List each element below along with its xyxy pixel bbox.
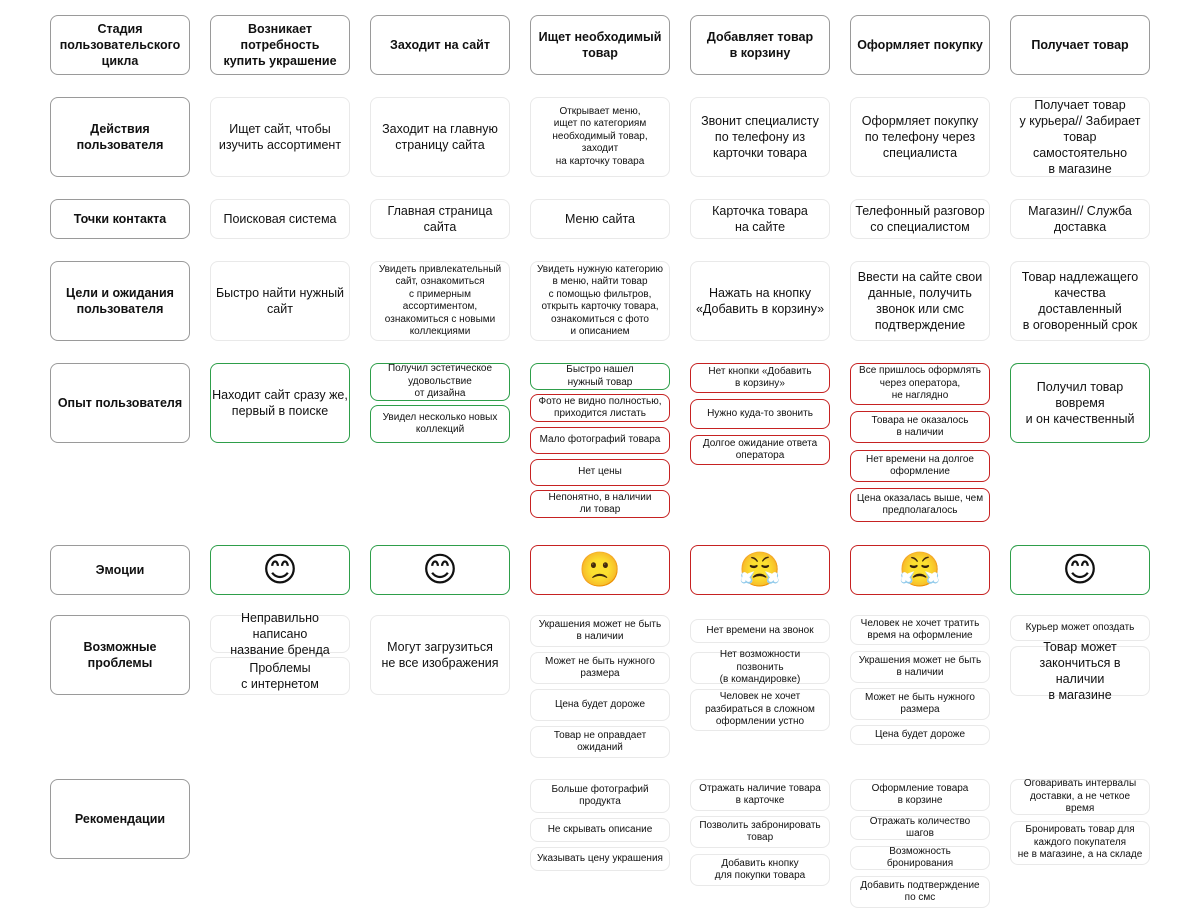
steaming-angry-face-icon: 😤 <box>898 551 942 589</box>
header-stage-checkout: Оформляет покупку <box>850 15 990 75</box>
row-label-goals: Цели и ожидания пользователя <box>50 261 190 341</box>
steaming-angry-face-icon: 😤 <box>738 551 782 589</box>
touchpoint-card: Поисковая система <box>210 199 350 239</box>
experience-negative-card: Фото не видно полностью, приходится лист… <box>530 394 670 422</box>
goal-card: Нажать на кнопку «Добавить в корзину» <box>690 261 830 341</box>
action-card: Заходит на главную страницу сайта <box>370 97 510 177</box>
experience-negative-card: Мало фотографий товара <box>530 427 670 454</box>
recommendation-card: Возможность бронирования <box>850 846 990 870</box>
experience-negative-card: Долгое ожидание ответа оператора <box>690 435 830 465</box>
frowning-face-icon: 🙁 <box>578 551 622 589</box>
row-label-emotions: Эмоции <box>50 545 190 595</box>
smiling-face-icon: 😊 <box>1062 551 1098 589</box>
goal-card: Ввести на сайте свои данные, получить зв… <box>850 261 990 341</box>
recommendation-card: Оформление товара в корзине <box>850 779 990 811</box>
recommendation-card: Отражать количество шагов <box>850 816 990 840</box>
experience-positive-card: Получил эстетическое удовольствие от диз… <box>370 363 510 401</box>
smiling-face-icon: 😊 <box>262 551 298 589</box>
recommendation-card: Не скрывать описание <box>530 818 670 842</box>
experience-positive-card: Быстро нашел нужный товар <box>530 363 670 390</box>
goal-card: Увидеть нужную категорию в меню, найти т… <box>530 261 670 341</box>
problem-card: Нет времени на звонок <box>690 619 830 643</box>
action-card: Оформляет покупку по телефону через спец… <box>850 97 990 177</box>
recommendation-card: Указывать цену украшения <box>530 847 670 871</box>
emotion-card-angry: 😤 <box>690 545 830 595</box>
header-stage-need: Возникает потребность купить украшение <box>210 15 350 75</box>
header-stage-search: Ищет необходимый товар <box>530 15 670 75</box>
action-card: Получает товар у курьера// Забирает това… <box>1010 97 1150 177</box>
problem-card: Человек не хочет разбираться в сложном о… <box>690 689 830 731</box>
problem-card: Неправильно написано название бренда <box>210 611 350 657</box>
goal-card: Быстро найти нужный сайт <box>210 261 350 341</box>
touchpoint-card: Карточка товара на сайте <box>690 199 830 239</box>
experience-positive-card: Находит сайт сразу же, первый в поиске <box>210 363 350 443</box>
row-label-touchpoints: Точки контакта <box>50 199 190 239</box>
touchpoint-card: Магазин// Служба доставка <box>1010 199 1150 239</box>
action-card: Звонит специалисту по телефону из карточ… <box>690 97 830 177</box>
row-label-problems: Возможные проблемы <box>50 615 190 695</box>
emotion-card-happy: 😊 <box>370 545 510 595</box>
problem-card: Цена будет дороже <box>530 689 670 721</box>
experience-negative-card: Нет времени на долгое оформление <box>850 450 990 482</box>
problem-card: Цена будет дороже <box>850 725 990 745</box>
row-label-actions: Действия пользователя <box>50 97 190 177</box>
header-stage-receive: Получает товар <box>1010 15 1150 75</box>
smiling-face-icon: 😊 <box>422 551 458 589</box>
emotion-card-happy: 😊 <box>210 545 350 595</box>
emotion-card-angry: 😤 <box>850 545 990 595</box>
action-card: Ищет сайт, чтобы изучить ассортимент <box>210 97 350 177</box>
emotion-card-sad: 🙁 <box>530 545 670 595</box>
goal-card: Увидеть привлекательный сайт, ознакомить… <box>370 261 510 341</box>
problem-card: Товар может закончиться в наличии в мага… <box>1010 640 1150 702</box>
recommendation-card: Больше фотографий продукта <box>530 779 670 813</box>
problem-card: Может не быть нужного размера <box>530 652 670 684</box>
emotion-card-happy: 😊 <box>1010 545 1150 595</box>
experience-negative-card: Непонятно, в наличии ли товар <box>530 490 670 518</box>
experience-negative-card: Цена оказалась выше, чем предполагалось <box>850 488 990 522</box>
touchpoint-card: Меню сайта <box>530 199 670 239</box>
problem-card: Товар не оправдает ожиданий <box>530 726 670 758</box>
recommendation-card: Оговаривать интервалы доставки, а не чет… <box>1010 778 1150 815</box>
experience-negative-card: Нет цены <box>530 459 670 486</box>
recommendation-card: Отражать наличие товара в карточке <box>690 779 830 811</box>
experience-positive-card: Увидел несколько новых коллекций <box>370 405 510 443</box>
experience-negative-card: Нет кнопки «Добавить в корзину» <box>690 363 830 393</box>
problem-card: Могут загрузиться не все изображения <box>370 615 510 695</box>
problem-card: Курьер может опоздать <box>1010 615 1150 641</box>
header-stage-visit: Заходит на сайт <box>370 15 510 75</box>
recommendation-card: Бронировать товар для каждого покупателя… <box>1010 821 1150 865</box>
recommendation-card: Добавить кнопку для покупки товара <box>690 854 830 886</box>
experience-positive-card: Получил товар вовремя и он качественный <box>1010 363 1150 443</box>
header-stage-label: Стадия пользовательского цикла <box>50 15 190 75</box>
recommendation-card: Добавить подтверждение по смс <box>850 876 990 908</box>
recommendation-card: Позволить забронировать товар <box>690 816 830 848</box>
action-card: Открывает меню, ищет по категориям необх… <box>530 97 670 177</box>
problem-card: Украшения может не быть в наличии <box>850 651 990 683</box>
experience-negative-card: Товара не оказалось в наличии <box>850 411 990 443</box>
problem-card: Может не быть нужного размера <box>850 688 990 720</box>
problem-card: Проблемы с интернетом <box>210 657 350 695</box>
touchpoint-card: Главная страница сайта <box>370 199 510 239</box>
problem-card: Нет возможности позвонить (в командировк… <box>690 649 830 685</box>
touchpoint-card: Телефонный разговор со специалистом <box>850 199 990 239</box>
experience-negative-card: Все пришлось оформлять через оператора, … <box>850 363 990 405</box>
row-label-experience: Опыт пользователя <box>50 363 190 443</box>
experience-negative-card: Нужно куда-то звонить <box>690 399 830 429</box>
header-stage-cart: Добавляет товар в корзину <box>690 15 830 75</box>
problem-card: Человек не хочет тратить время на оформл… <box>850 615 990 645</box>
row-label-recommendations: Рекомендации <box>50 779 190 859</box>
problem-card: Украшения может не быть в наличии <box>530 615 670 647</box>
goal-card: Товар надлежащего качества доставленный … <box>1010 261 1150 341</box>
